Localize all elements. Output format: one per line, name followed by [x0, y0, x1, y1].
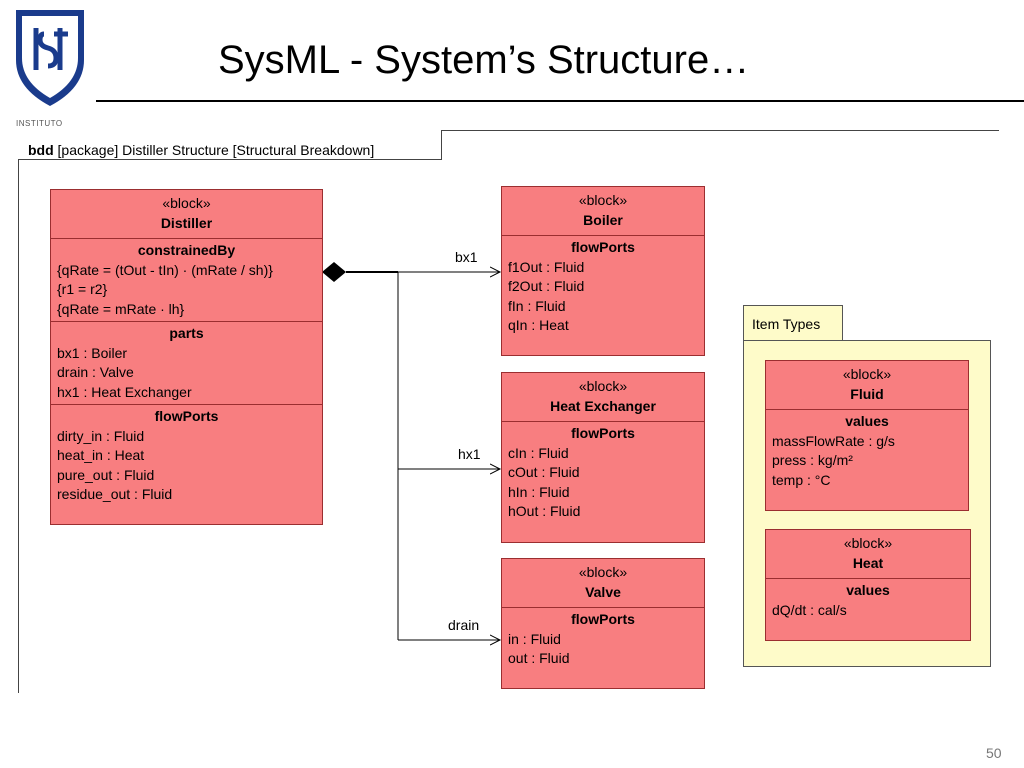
- connector-label-drain: drain: [448, 617, 479, 633]
- diagram-frame-label: bdd [package] Distiller Structure [Struc…: [28, 142, 374, 158]
- block-header: «block» Distiller: [51, 190, 322, 239]
- compartment-title: parts: [169, 325, 204, 341]
- block-header: «block» Heat Exchanger: [502, 373, 704, 422]
- connector-label-bx1: bx1: [455, 249, 478, 265]
- flowport-row: hIn : Fluid: [508, 483, 570, 500]
- compartment-title: values: [846, 582, 890, 598]
- slide-number: 50: [986, 745, 1002, 761]
- part-row: drain : Valve: [57, 364, 134, 380]
- value-row: press : kg/m²: [772, 452, 853, 468]
- compartment-flowports: flowPorts in : Fluid out : Fluid: [502, 608, 704, 671]
- block-heat[interactable]: «block» Heat values dQ/dt : cal/s: [765, 529, 971, 641]
- block-name: Valve: [585, 583, 621, 600]
- compartment-flowports: flowPorts cIn : Fluid cOut : Fluid hIn :…: [502, 422, 704, 524]
- block-name: Heat: [852, 554, 884, 571]
- block-fluid[interactable]: «block» Fluid values massFlowRate : g/s …: [765, 360, 969, 511]
- flowport-row: heat_in : Heat: [57, 447, 145, 463]
- diagram-kind: bdd: [28, 142, 54, 158]
- compartment-title: flowPorts: [571, 611, 635, 627]
- compartment-title: flowPorts: [571, 425, 635, 441]
- block-header: «block» Fluid: [766, 361, 968, 410]
- flowport-row: pure_out : Fluid: [57, 466, 155, 483]
- block-name: Boiler: [583, 211, 623, 228]
- constraint-row: {r1 = r2}: [57, 281, 108, 297]
- diagram-frame: [18, 130, 999, 693]
- logo-caption: INSTITUTO: [16, 119, 63, 128]
- flowport-row: f2Out : Fluid: [508, 278, 585, 294]
- flowport-row: hOut : Fluid: [508, 503, 581, 519]
- constraint-row: {qRate = (tOut - tIn) · (mRate / sh)}: [57, 261, 273, 278]
- block-heat-exchanger[interactable]: «block» Heat Exchanger flowPorts cIn : F…: [501, 372, 705, 543]
- compartment-flowports: flowPorts f1Out : Fluid f2Out : Fluid fI…: [502, 236, 704, 338]
- flowport-row: f1Out : Fluid: [508, 258, 585, 275]
- flowport-row: fIn : Fluid: [508, 297, 566, 314]
- block-boiler[interactable]: «block» Boiler flowPorts f1Out : Fluid f…: [501, 186, 705, 356]
- compartment-title: flowPorts: [154, 408, 219, 424]
- value-row: temp : °C: [772, 471, 831, 488]
- title-divider: [96, 100, 1024, 102]
- flowport-row: cOut : Fluid: [508, 464, 580, 480]
- package-tab-item-types[interactable]: Item Types: [743, 305, 843, 341]
- diagram-header-text: [package] Distiller Structure [Structura…: [57, 142, 375, 158]
- diagram-frame-tab: [18, 130, 442, 160]
- block-stereotype: «block»: [578, 192, 628, 208]
- compartment-parts: parts bx1 : Boiler drain : Valve hx1 : H…: [51, 322, 322, 405]
- block-name: Fluid: [850, 385, 884, 402]
- block-valve[interactable]: «block» Valve flowPorts in : Fluid out :…: [501, 558, 705, 689]
- value-row: massFlowRate : g/s: [772, 432, 895, 449]
- block-header: «block» Heat: [766, 530, 970, 579]
- block-stereotype: «block»: [578, 564, 628, 580]
- block-name: Distiller: [160, 214, 213, 231]
- constraint-row: {qRate = mRate · lh}: [57, 300, 185, 317]
- flowport-row: out : Fluid: [508, 650, 570, 666]
- compartment-values: values dQ/dt : cal/s: [766, 579, 970, 622]
- block-stereotype: «block»: [162, 195, 211, 211]
- compartment-title: flowPorts: [571, 239, 635, 255]
- value-row: dQ/dt : cal/s: [772, 601, 847, 618]
- flowport-row: residue_out : Fluid: [57, 486, 173, 502]
- flowport-row: cIn : Fluid: [508, 444, 569, 461]
- compartment-title: constrainedBy: [137, 242, 236, 258]
- ist-logo: [14, 8, 86, 108]
- part-row: hx1 : Heat Exchanger: [57, 383, 192, 400]
- composition-diamond: [322, 262, 346, 282]
- block-header: «block» Valve: [502, 559, 704, 608]
- block-stereotype: «block»: [842, 366, 892, 382]
- flowport-row: dirty_in : Fluid: [57, 427, 145, 444]
- block-name: Heat Exchanger: [550, 397, 656, 414]
- compartment-constrainedby: constrainedBy {qRate = (tOut - tIn) · (m…: [51, 239, 322, 322]
- slide-title: SysML - System’s Structure…: [218, 38, 750, 82]
- block-header: «block» Boiler: [502, 187, 704, 236]
- compartment-values: values massFlowRate : g/s press : kg/m² …: [766, 410, 968, 492]
- block-stereotype: «block»: [578, 378, 628, 394]
- flowport-row: in : Fluid: [508, 630, 561, 647]
- compartment-flowports: flowPorts dirty_in : Fluid heat_in : Hea…: [51, 405, 322, 507]
- flowport-row: qIn : Heat: [508, 317, 569, 333]
- block-stereotype: «block»: [843, 535, 893, 551]
- part-row: bx1 : Boiler: [57, 344, 128, 361]
- block-distiller[interactable]: «block» Distiller constrainedBy {qRate =…: [50, 189, 323, 525]
- connector-label-hx1: hx1: [458, 446, 481, 462]
- compartment-title: values: [845, 413, 889, 429]
